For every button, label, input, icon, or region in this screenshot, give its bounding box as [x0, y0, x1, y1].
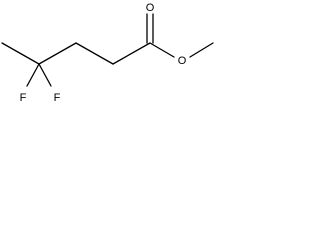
atom-label-f-right: F — [54, 92, 61, 104]
atom-labels: O O F F — [20, 2, 187, 104]
bond-c3-c2 — [75, 42, 114, 65]
bond-c1-oester — [149, 42, 175, 58]
bond-c2-c1 — [112, 42, 151, 65]
bond-oester-ch3 — [189, 42, 214, 58]
bond-c4-f-right — [38, 63, 52, 87]
atom-label-o-carbonyl: O — [146, 2, 155, 14]
structure-diagram: O O F F — [1, 2, 214, 104]
bond-c4-f-left — [26, 63, 40, 87]
bond-c4-c3 — [38, 42, 77, 65]
bond-ch3-c4 — [1, 42, 40, 65]
atom-label-f-left: F — [20, 92, 27, 104]
bonds — [1, 13, 214, 87]
atom-label-o-ester: O — [178, 55, 187, 67]
